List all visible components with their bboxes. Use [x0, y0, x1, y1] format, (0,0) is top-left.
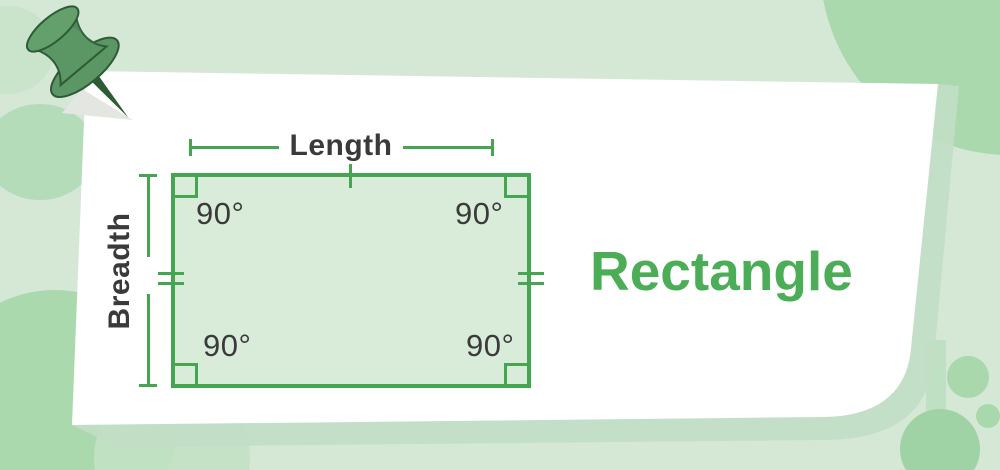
- top-midpoint-tick: [349, 164, 352, 188]
- angle-label-bottom-left: 90°: [203, 328, 252, 363]
- length-dim-line-right: [403, 146, 492, 149]
- breadth-dim-line-top: [147, 177, 150, 257]
- breadth-label: Breadth: [103, 212, 136, 330]
- length-dim-end-tick-left: [189, 139, 192, 156]
- page-title: Rectangle: [590, 240, 853, 302]
- breadth-dim-end-tick-top: [139, 174, 157, 177]
- right-angle-mark-bottom-right: [504, 363, 531, 388]
- congruence-mark-left-1: [158, 272, 184, 275]
- circle-right-1: [947, 356, 989, 398]
- length-label: Length: [289, 129, 393, 162]
- pushpin-icon: [26, 5, 129, 118]
- angle-label-top-left: 90°: [196, 196, 245, 231]
- angle-label-top-right: 90°: [455, 196, 504, 231]
- congruence-mark-left-2: [158, 282, 184, 285]
- right-angle-mark-bottom-left: [171, 363, 198, 388]
- breadth-dim-line-bottom: [147, 294, 150, 384]
- blob-left: [0, 104, 96, 200]
- congruence-mark-right-1: [518, 272, 544, 275]
- circle-right-2: [976, 404, 1000, 428]
- card-shadow: [72, 84, 959, 447]
- length-dim-end-tick-right: [491, 139, 494, 156]
- pushpin-shadow: [62, 89, 133, 120]
- right-angle-mark-top-left: [171, 173, 198, 198]
- congruence-mark-right-2: [518, 282, 544, 285]
- right-angle-mark-top-right: [504, 173, 531, 198]
- rectangle-shape: [171, 173, 531, 388]
- length-dim-line-left: [191, 146, 279, 149]
- pushpin-cap: [26, 5, 80, 53]
- angle-label-bottom-right: 90°: [466, 328, 515, 363]
- breadth-dim-end-tick-bottom: [139, 384, 157, 387]
- circle-right-3: [900, 409, 980, 470]
